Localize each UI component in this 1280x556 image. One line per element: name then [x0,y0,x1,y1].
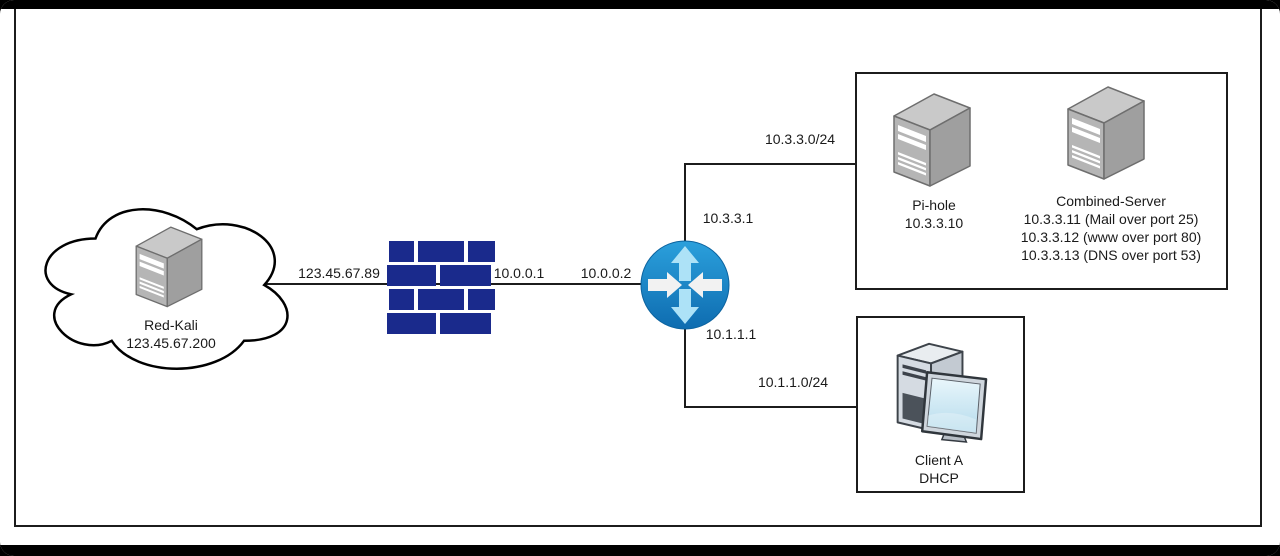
cloud-name: Red-Kali [144,317,198,333]
combined-server-service-dns: 10.3.3.13 (DNS over port 53) [1021,247,1201,263]
combined-server-icon [1067,86,1145,180]
client-name: Client A [914,452,964,468]
cloud-caption: Red-Kali 123.45.67.200 [126,316,216,352]
pihole-ip: 10.3.3.10 [904,215,964,231]
pihole-name: Pi-hole [912,197,956,213]
router-icon [640,240,730,330]
bottom-frame-bar [0,545,1280,556]
label-router-servers-if: 10.3.3.1 [702,210,754,226]
pihole-caption: Pi-hole 10.3.3.10 [905,196,963,232]
combined-server-name: Combined-Server [1056,193,1166,209]
label-firewall-inside: 10.0.0.1 [493,265,545,281]
top-frame-bar [0,0,1280,9]
firewall-icon [387,241,495,334]
pihole-server-icon [893,93,971,187]
label-router-clients-if: 10.1.1.1 [705,326,757,342]
red-kali-server-icon [135,226,203,308]
combined-server-service-www: 10.3.3.12 (www over port 80) [1020,229,1202,245]
workstation-icon [896,342,988,443]
label-clients-subnet: 10.1.1.0/24 [757,374,829,390]
label-wan-ip: 123.45.67.89 [298,265,380,281]
label-router-wan: 10.0.0.2 [580,265,632,281]
cloud-ip: 123.45.67.200 [126,335,216,351]
client-config: DHCP [919,470,959,486]
client-caption: Client A DHCP [915,451,963,487]
label-servers-subnet: 10.3.3.0/24 [764,131,836,147]
combined-server-caption: Combined-Server 10.3.3.11 (Mail over por… [1021,192,1202,264]
diagram-border [14,4,1262,527]
combined-server-service-mail: 10.3.3.11 (Mail over port 25) [1023,211,1199,227]
